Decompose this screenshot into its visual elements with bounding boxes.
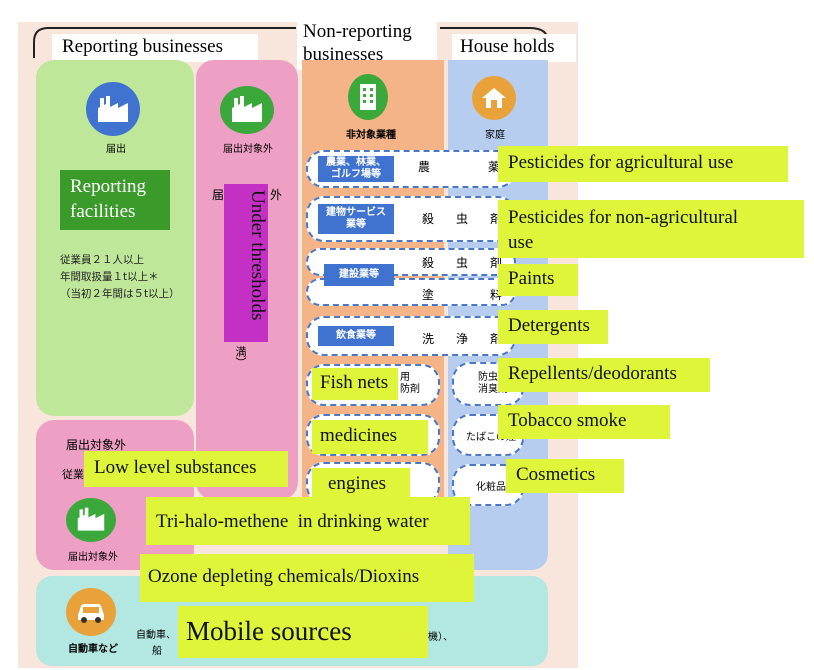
label-pesticides-nonagri: Pesticides for non-agricultural use	[498, 200, 804, 258]
reporting-facilities-label: Reporting facilities	[60, 170, 170, 230]
header-non-reporting: Non-reporting businesses	[297, 18, 437, 70]
mobile-icon-label: 自動車など	[68, 644, 118, 655]
label-ozone: Ozone depleting chemicals/Dioxins	[140, 554, 474, 602]
char-paint-1: 塗	[422, 288, 435, 302]
repellents-jp: 防虫 消臭剤	[478, 372, 508, 395]
mobile-text-left2: 船	[152, 646, 162, 657]
tag-agriculture: 農業、林業、 ゴルフ場等	[318, 156, 394, 182]
header-reporting: Reporting businesses	[52, 34, 258, 62]
char-const-2: 虫	[456, 256, 469, 270]
label-detergents: Detergents	[498, 310, 608, 344]
label-mobile-sources: Mobile sources	[178, 606, 428, 658]
tag-food-service: 飲食業等	[318, 326, 394, 346]
char-const-1: 殺	[422, 256, 435, 270]
under-threshold-jp-bottom: 満）	[234, 346, 247, 368]
reporting-icon-label: 届出	[106, 144, 126, 155]
label-paints: Paints	[498, 264, 578, 296]
house-icon	[472, 76, 516, 120]
reporting-criteria: 従業員２１人以上 年間取扱量１t以上＊ （当初２年間は５t以上）	[60, 254, 180, 300]
under-threshold-icon-label: 届出対象外	[223, 144, 273, 155]
factory-outline-icon	[220, 86, 274, 134]
tag-construction: 建設業等	[324, 264, 394, 286]
label-cosmetics: Cosmetics	[506, 459, 624, 493]
char-agri-2: 薬	[488, 160, 501, 174]
tobacco-jp: たばこの煙	[466, 432, 516, 443]
mobile-text-left: 自動車、	[136, 630, 176, 641]
label-medicines: medicines	[312, 420, 428, 454]
char-bldg-2: 虫	[456, 212, 469, 226]
label-engines: engines	[312, 468, 410, 502]
fish-nets-partial: 用 防剤	[400, 372, 420, 395]
under-threshold-jp-partial-right: 外	[270, 188, 283, 202]
label-low-level: Low level substances	[84, 451, 288, 487]
char-bldg-1: 殺	[422, 212, 435, 226]
building-icon	[348, 74, 388, 120]
label-pesticides-agri: Pesticides for agricultural use	[498, 146, 788, 182]
label-fish-nets: Fish nets	[312, 368, 398, 400]
label-tobacco: Tobacco smoke	[498, 405, 670, 439]
low-level-icon-label: 届出対象外	[68, 552, 118, 563]
car-icon	[66, 588, 116, 636]
low-level-panel	[36, 420, 194, 570]
factory-icon	[86, 82, 140, 136]
header-households: House holds	[452, 34, 576, 62]
factory-small-icon	[66, 498, 116, 542]
non-target-industries-label: 非対象業種	[346, 130, 396, 141]
tag-building-services: 建物サービス 業等	[318, 204, 394, 234]
label-trihalo: Tri-halo-methene in drinking water	[146, 497, 470, 545]
under-thresholds-label: Under thresholds	[224, 184, 268, 342]
char-food-2: 浄	[456, 332, 469, 346]
reporting-bracket	[33, 27, 296, 58]
char-food-1: 洗	[422, 332, 435, 346]
household-icon-label: 家庭	[485, 130, 505, 141]
low-level-partial: 従業	[62, 468, 84, 481]
char-agri-1: 農	[418, 160, 431, 174]
low-level-title: 届出対象外	[66, 438, 127, 452]
mobile-text-right: 機）、	[428, 632, 453, 643]
cosmetics-jp: 化粧品	[476, 482, 506, 493]
label-repellents: Repellents/deodorants	[498, 358, 710, 392]
